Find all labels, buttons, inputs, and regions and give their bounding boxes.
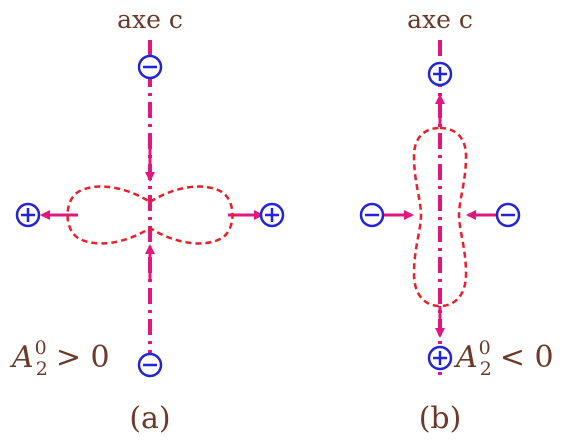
panel-b-axis-title: axe c: [407, 5, 473, 34]
panel-b-charge-top: [429, 63, 451, 85]
panel-b-label: (b): [419, 401, 462, 436]
panel-b-charge-bottom: [429, 347, 451, 369]
panel-a-charge-bottom: [139, 354, 161, 376]
panel-a-charge-top: [139, 56, 161, 78]
panel-b-charge-right: [497, 204, 519, 226]
panel-a-axis-title: axe c: [117, 5, 183, 34]
panel-a-charge-right: [261, 204, 283, 226]
panel-b-charge-left: [361, 204, 383, 226]
panel-a-label: (a): [129, 401, 170, 436]
panel-a-charge-left: [17, 204, 39, 226]
